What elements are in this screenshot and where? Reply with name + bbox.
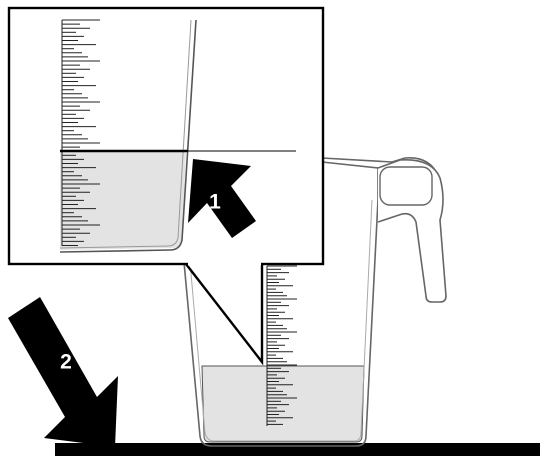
zoomed-jug-wall xyxy=(59,19,197,253)
jug-handle-grip xyxy=(379,166,433,206)
callout-arrow-2: 2 xyxy=(8,297,118,447)
zoom-pointer xyxy=(185,263,264,366)
jug-measurement-scale xyxy=(266,265,297,426)
magnified-view xyxy=(7,6,325,366)
arrow-pointing-up-left-icon xyxy=(188,159,256,238)
zoomed-measurement-scale xyxy=(61,19,100,246)
jug-body xyxy=(183,161,379,447)
table-surface xyxy=(55,443,540,456)
jug-liquid xyxy=(201,365,365,443)
callout-arrow-1: 1 xyxy=(188,159,256,238)
callout-number-1: 1 xyxy=(209,191,221,214)
callout-number-2: 2 xyxy=(60,351,72,374)
measuring-jug xyxy=(183,157,447,447)
arrow-pointing-down-right-icon xyxy=(8,297,118,447)
